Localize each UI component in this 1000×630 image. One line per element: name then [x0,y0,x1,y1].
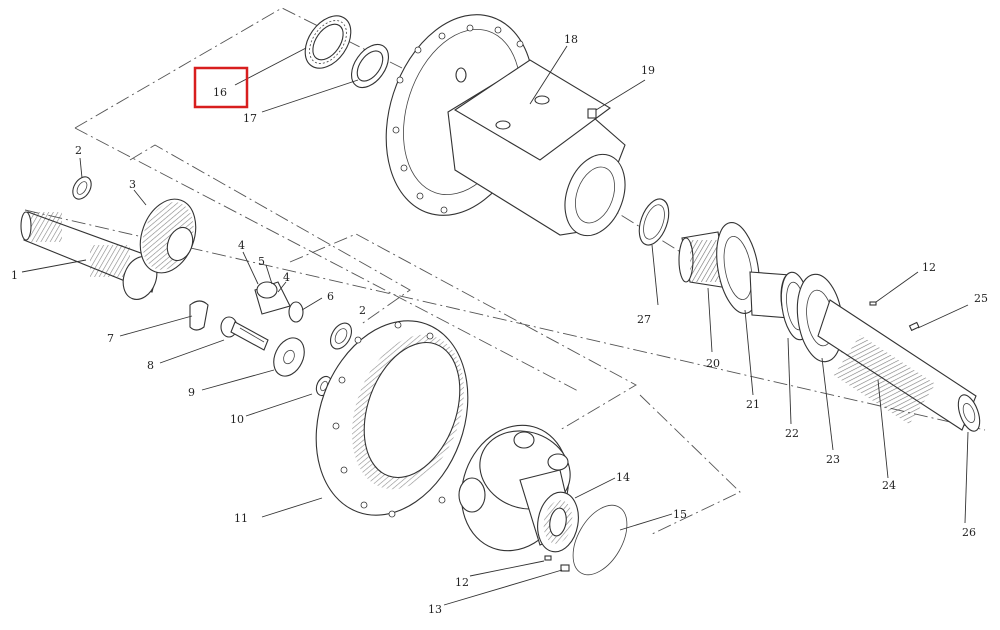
label-part-24: 24 [882,479,896,492]
label-part-13: 13 [428,603,442,616]
label-part-15: 15 [673,508,687,521]
part-16-bearing [304,15,352,69]
part-3-planet-gear [139,198,197,274]
label-part-8: 8 [147,359,154,372]
label-part-3: 3 [129,178,136,191]
label-part-4a: 4 [238,239,245,252]
part-14-planet-carrier [458,424,579,553]
part-12-pin-upper [869,301,877,306]
label-part-11: 11 [234,512,248,525]
label-part-17: 17 [243,112,257,125]
label-part-2b: 2 [359,304,366,317]
part-17-seal [350,43,390,89]
label-part-12a: 12 [922,261,936,274]
part-25-screw [908,321,920,332]
label-part-23: 23 [826,453,840,466]
part-7-clip [189,300,209,331]
part-15-snap-ring [572,504,628,576]
part-2-washer-top [72,176,92,200]
label-part-14: 14 [616,471,630,484]
part-2-washer-mid [329,322,353,350]
label-part-5: 5 [258,255,265,268]
part-4-pin [254,281,304,323]
label-part-16: 16 [213,86,227,99]
label-part-26: 26 [962,526,976,539]
label-part-7: 7 [107,332,114,345]
label-part-9: 9 [188,386,195,399]
label-part-21: 21 [746,398,760,411]
label-part-19: 19 [641,64,655,77]
label-part-27: 27 [637,313,651,326]
part-9-thrust-washer [273,337,305,377]
label-part-6: 6 [327,290,334,303]
label-part-10: 10 [230,413,244,426]
part-19-plug [587,108,597,119]
part-18-housing [385,14,626,237]
label-part-25: 25 [974,292,988,305]
part-8-bolt [220,316,269,351]
part-27-seal [638,198,670,246]
highlight-box [193,66,249,109]
part-1-input-shaft [20,211,161,300]
label-part-18: 18 [564,33,578,46]
label-part-1: 1 [11,269,18,282]
label-part-22: 22 [785,427,799,440]
label-part-20: 20 [706,357,720,370]
part-labels: 1 2 2 3 4 4 5 6 7 8 9 10 11 12 12 13 14 … [11,33,988,616]
label-part-12b: 12 [455,576,469,589]
label-part-4b: 4 [283,271,290,284]
part-12-pin-lower [544,555,552,561]
part-20-gear-hub [678,222,760,314]
part-24-shaft [817,299,981,432]
label-part-2a: 2 [75,144,82,157]
part-11-ring-gear [315,320,469,518]
part-13-screw [560,564,570,572]
